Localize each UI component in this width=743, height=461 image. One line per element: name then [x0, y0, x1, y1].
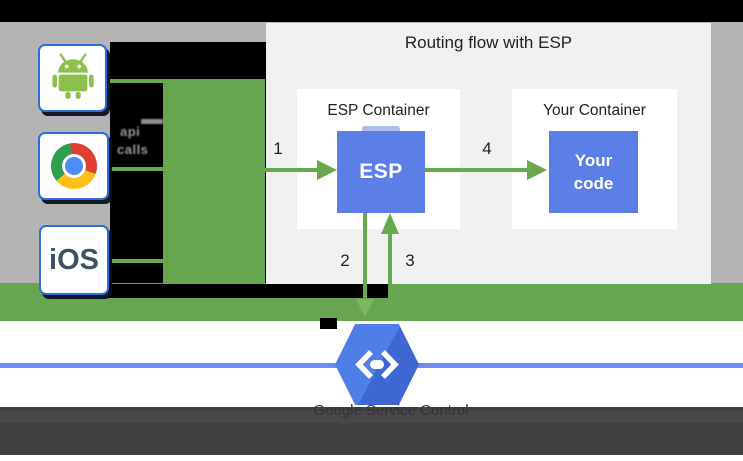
- flow-arrow-4-line: [425, 168, 527, 172]
- chrome-client-box: [38, 132, 109, 200]
- step-label-1: 1: [273, 139, 283, 158]
- gateway-green-bar: [163, 79, 265, 283]
- android-arrow: [105, 79, 165, 83]
- esp-box: ESP: [337, 131, 425, 213]
- flow-arrow-3-line: [388, 234, 392, 306]
- black-notch: [320, 318, 337, 329]
- step-label-3: 3: [405, 251, 415, 270]
- your-code-label: Your code: [574, 149, 614, 195]
- flow-arrow-2-line: [363, 213, 367, 301]
- ios-arrow: [108, 259, 165, 263]
- esp-container-label: ESP Container: [327, 102, 430, 119]
- your-code-line1: Your: [574, 151, 613, 170]
- service-control-caption: Google Service Control: [313, 402, 469, 419]
- flow-arrow-1-head: [317, 160, 337, 180]
- your-code-line2: code: [573, 174, 614, 193]
- android-client-box: [38, 44, 107, 112]
- cloud-endpoints-hexagon-icon: [335, 324, 419, 405]
- bottom-dark-bar: [0, 407, 743, 455]
- step-label-4: 4: [482, 139, 492, 158]
- black-strip-under-panel: [108, 284, 391, 298]
- obscured-caption-line1: api: [120, 124, 141, 139]
- flow-arrow-3-head: [381, 213, 399, 234]
- flow-arrow-4-head: [527, 160, 547, 180]
- your-code-box: Your code: [549, 131, 638, 213]
- step-label-2: 2: [340, 251, 350, 270]
- chrome-arrow: [108, 167, 165, 171]
- flow-arrow-2-head: [356, 299, 374, 317]
- top-letterbox-bar: [0, 0, 743, 22]
- chrome-browser-icon: [50, 143, 97, 189]
- obscured-text-dash: [141, 119, 163, 124]
- esp-box-tab: [362, 126, 400, 134]
- flow-arrow-1-line: [262, 168, 318, 172]
- android-robot-icon: [50, 52, 96, 105]
- ios-label: iOS: [49, 243, 99, 276]
- panel-title: Routing flow with ESP: [404, 33, 573, 52]
- esp-box-label: ESP: [359, 160, 403, 183]
- obscured-caption-line2: calls: [117, 142, 149, 157]
- ios-client-box: iOS: [39, 225, 109, 295]
- your-container-label: Your Container: [543, 102, 646, 119]
